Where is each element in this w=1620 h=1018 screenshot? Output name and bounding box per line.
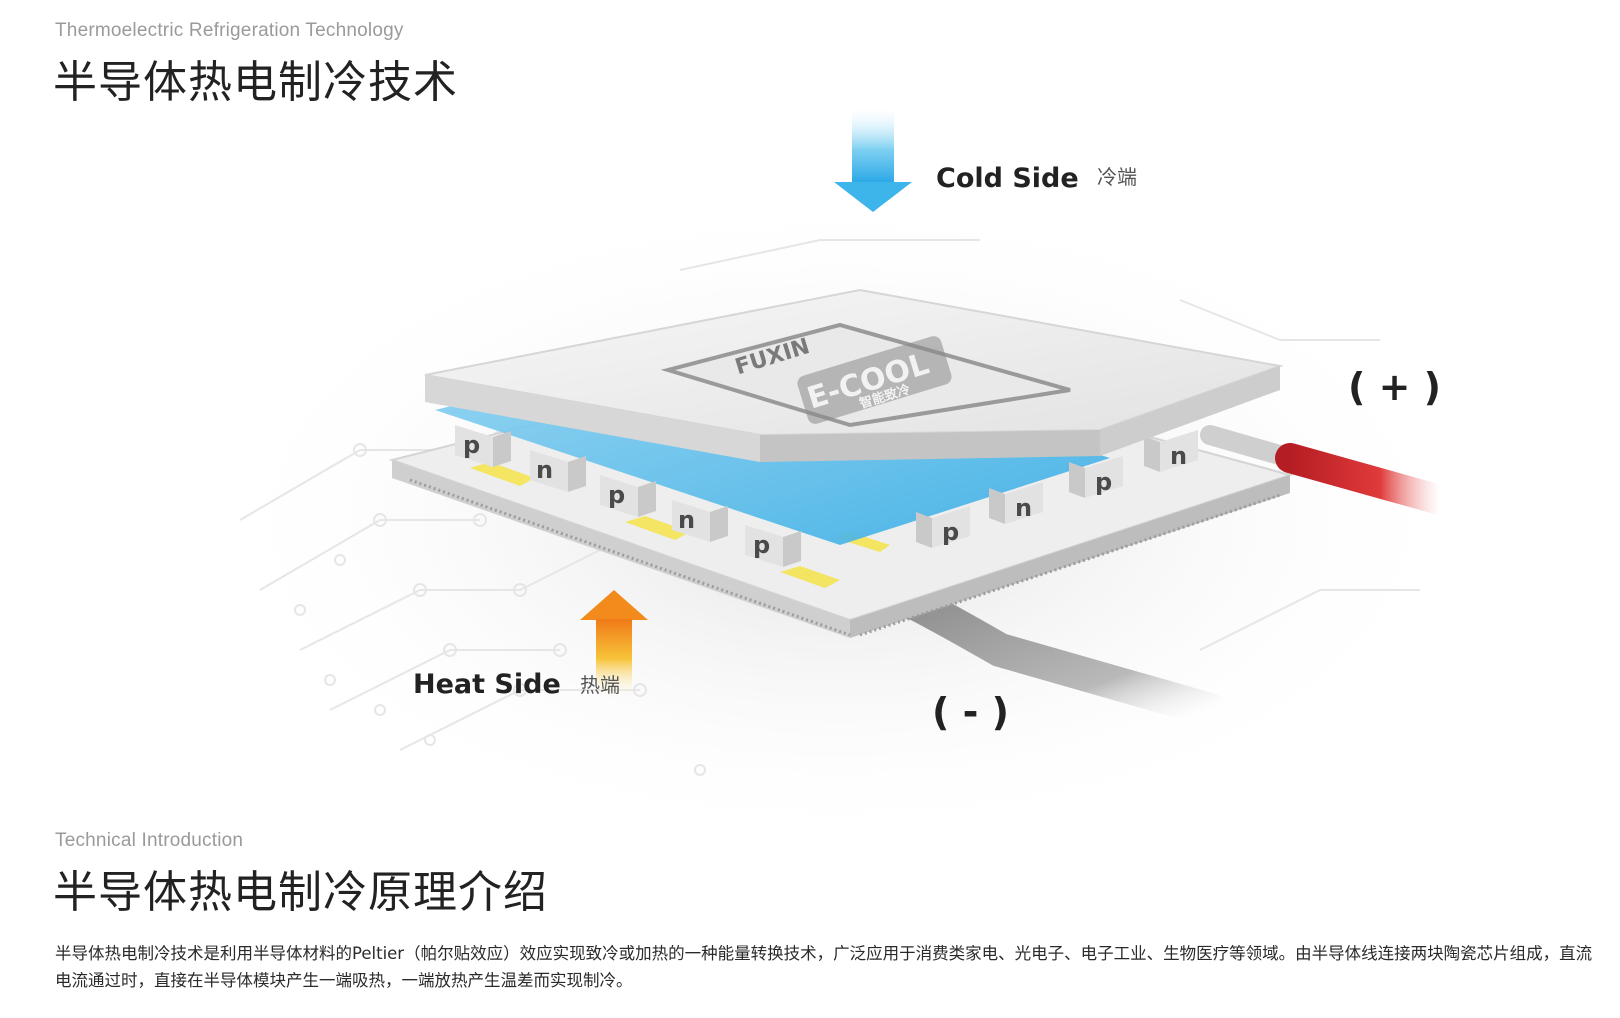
cold-side-label: Cold Side	[936, 163, 1079, 194]
description-paragraph: 半导体热电制冷技术是利用半导体材料的Peltier（帕尔贴效应）效应实现致冷或加…	[55, 944, 1593, 990]
cell-n: n	[1144, 430, 1198, 472]
svg-text:n: n	[1015, 494, 1032, 522]
section-subtitle-en: Thermoelectric Refrigeration Technology	[55, 20, 404, 41]
svg-text:p: p	[942, 518, 959, 546]
svg-text:p: p	[463, 431, 480, 459]
cold-arrow-icon	[834, 108, 912, 212]
svg-text:n: n	[1170, 442, 1187, 470]
svg-text:n: n	[678, 506, 695, 534]
semiconductor-cells: p n p n p p n	[455, 425, 1198, 567]
heat-side-label-cn: 热端	[580, 673, 620, 697]
cell-p: p	[600, 475, 656, 517]
svg-text:p: p	[753, 531, 770, 559]
cell-n: n	[989, 482, 1043, 524]
cell-p: p	[916, 506, 970, 548]
top-ceramic-plate: FUXIN E-COOL 智能致冷	[424, 288, 1284, 462]
svg-text:p: p	[1095, 468, 1112, 496]
cell-n: n	[672, 500, 728, 542]
heat-arrow-icon	[580, 590, 648, 699]
cell-p: p	[1069, 456, 1123, 498]
section-title: 半导体热电制冷技术	[53, 57, 458, 108]
cell-n: n	[530, 450, 586, 492]
heat-side-label: Heat Side	[413, 669, 561, 700]
svg-text:n: n	[536, 456, 553, 484]
section-title: 半导体热电制冷原理介绍	[53, 867, 548, 918]
cell-p: p	[745, 525, 801, 567]
positive-wire	[1200, 425, 1455, 515]
cell-p: p	[455, 425, 511, 467]
peltier-module-diagram: Cold Side 冷端 p n p	[200, 108, 1480, 830]
positive-terminal: ( + )	[1348, 365, 1441, 409]
svg-text:p: p	[608, 481, 625, 509]
negative-terminal: ( - )	[932, 690, 1009, 734]
section-subtitle-en: Technical Introduction	[55, 830, 244, 851]
cold-side-label-cn: 冷端	[1097, 165, 1137, 189]
